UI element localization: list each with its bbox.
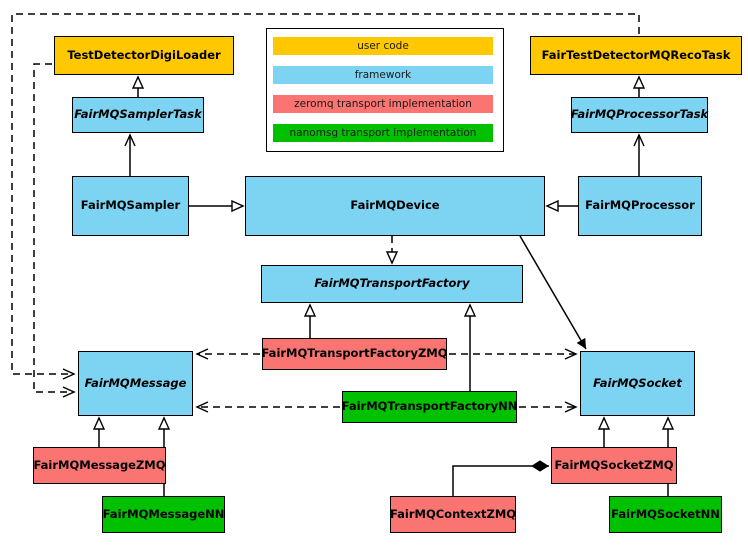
legend-item-framework: framework	[273, 66, 493, 84]
edge-contextzmq-socketzmq	[452, 460, 549, 496]
class-node-fairmq-message-nn[interactable]: FairMQMessageNN	[102, 496, 225, 533]
edge-device-socket	[519, 235, 587, 350]
legend-item-zeromq: zeromq transport implementation	[273, 95, 493, 113]
class-node-fairmq-socket[interactable]: FairMQSocket	[580, 351, 695, 416]
edge-digiloader-msg	[33, 63, 76, 398]
class-node-fairmq-sampler-task[interactable]: FairMQSamplerTask	[72, 97, 204, 133]
class-node-fairmq-transport-factory-zmq[interactable]: FairMQTransportFactoryZMQ	[262, 338, 448, 370]
edge-composition	[452, 460, 549, 496]
class-node-fairmq-context-zmq[interactable]: FairMQContextZMQ	[390, 496, 516, 533]
class-node-fairmq-message-zmq[interactable]: FairMQMessageZMQ	[33, 447, 166, 484]
class-node-fairmq-socket-nn[interactable]: FairMQSocketNN	[609, 496, 722, 533]
legend-item-user-code: user code	[273, 37, 493, 55]
class-node-fairmq-message[interactable]: FairMQMessage	[78, 351, 193, 416]
class-node-fairmq-device[interactable]: FairMQDevice	[245, 176, 545, 236]
class-node-fairmq-processor-task[interactable]: FairMQProcessorTask	[571, 97, 708, 133]
class-node-test-detector-digi-loader[interactable]: TestDetectorDigiLoader	[54, 36, 234, 75]
class-node-fairmq-transport-factory[interactable]: FairMQTransportFactory	[261, 265, 523, 303]
class-node-fair-test-detector-mq-reco-task[interactable]: FairTestDetectorMQRecoTask	[530, 36, 742, 75]
class-node-fairmq-transport-factory-nn[interactable]: FairMQTransportFactoryNN	[342, 391, 517, 423]
legend-panel: user code framework zeromq transport imp…	[266, 28, 504, 152]
class-node-fairmq-processor[interactable]: FairMQProcessor	[578, 176, 702, 236]
legend-item-nanomsg: nanomsg transport implementation	[273, 124, 493, 142]
class-node-fairmq-socket-zmq[interactable]: FairMQSocketZMQ	[551, 447, 677, 484]
class-node-fairmq-sampler[interactable]: FairMQSampler	[72, 176, 189, 236]
